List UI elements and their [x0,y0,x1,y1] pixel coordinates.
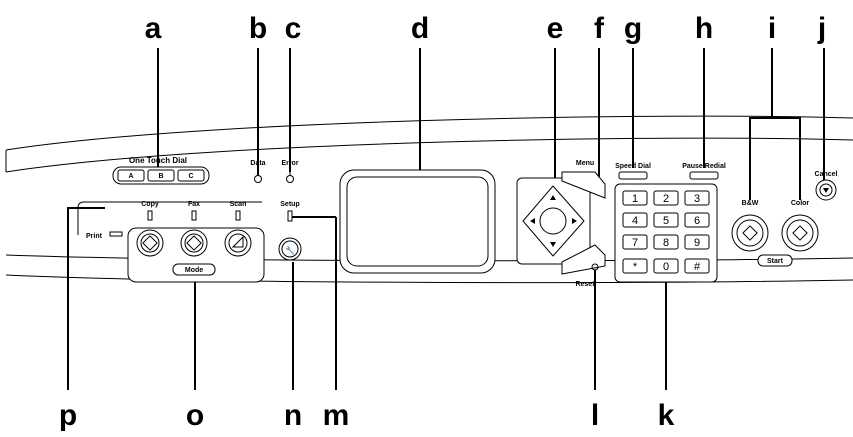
error-label: Error [281,160,298,167]
left-arrow-icon[interactable] [530,218,535,224]
callout-b: b [249,12,267,45]
callout-e: e [547,12,564,45]
key-5[interactable]: 5 [653,212,679,228]
speed-dial-button[interactable] [618,171,648,180]
callout-f: f [594,12,605,45]
key-3-label: 3 [694,193,700,205]
fax-mode-button[interactable] [180,229,208,257]
callout-k: k [658,399,675,432]
key-star[interactable]: * [622,258,648,274]
mode-label: Mode [185,267,203,274]
mode-section: Copy Fax Scan Print Mode [77,201,265,283]
key-8-label: 8 [663,237,669,249]
callout-o: o [186,399,204,432]
dial-b-label: B [158,173,163,180]
print-label: Print [86,233,103,240]
start-diamond-icon [742,225,758,241]
key-6[interactable]: 6 [684,212,710,228]
fax-label: Fax [188,201,200,208]
data-light [254,175,262,183]
key-hash-label: # [694,261,701,273]
leader-lines [67,48,825,390]
key-2[interactable]: 2 [653,190,679,206]
numeric-keypad: 1 2 3 4 5 6 7 8 [614,183,718,283]
key-9[interactable]: 9 [684,234,710,250]
start-label: Start [767,258,784,265]
callout-p: p [59,399,77,432]
dial-c-label: C [188,173,193,180]
key-1-label: 1 [632,193,638,205]
pause-redial-button[interactable] [689,171,719,180]
bw-label: B&W [742,200,759,207]
ok-button[interactable] [539,207,567,235]
lcd-display [339,169,496,274]
color-label: Color [791,200,810,207]
cancel-label: Cancel [815,171,838,178]
stop-icon [823,188,829,193]
key-4-label: 4 [632,215,638,227]
wrench-icon: 🔧 [285,245,295,255]
key-9-label: 9 [694,237,700,249]
key-4[interactable]: 4 [622,212,648,228]
scan-light [235,210,241,221]
callout-n: n [284,399,302,432]
dial-c-button[interactable]: C [177,169,205,182]
one-touch-dial-label: One Touch Dial [129,156,187,165]
error-light [286,175,294,183]
menu-label: Menu [576,160,594,167]
callout-c: c [285,12,302,45]
scan-label: Scan [230,201,247,208]
setup-button[interactable]: 🔧 [278,237,302,261]
cancel-button[interactable] [815,179,837,201]
color-start-button[interactable] [781,214,819,252]
reset-button[interactable] [561,244,606,275]
scan-mode-button[interactable] [224,229,252,257]
start-diamond-icon [792,225,808,241]
callout-d: d [411,12,429,45]
right-arrow-icon[interactable] [572,218,577,224]
setup-label: Setup [280,201,299,208]
callout-a: a [145,12,162,45]
callout-i: i [768,12,776,45]
menu-button[interactable] [561,171,606,199]
key-8[interactable]: 8 [653,234,679,250]
callout-g: g [624,12,642,45]
reset-icon [591,263,599,271]
key-2-label: 2 [663,193,669,205]
key-0-label: 0 [663,261,669,273]
key-5-label: 5 [663,215,669,227]
key-7-label: 7 [632,237,638,249]
callout-j: j [817,12,826,45]
key-1[interactable]: 1 [622,190,648,206]
fax-light [191,210,197,221]
key-hash[interactable]: # [684,258,710,274]
copy-mode-button[interactable] [136,229,164,257]
down-arrow-icon[interactable] [550,242,556,247]
print-light [109,231,123,237]
data-label: Data [250,160,265,167]
pause-redial-label: Pause/Redial [682,163,726,170]
key-7[interactable]: 7 [622,234,648,250]
callout-h: h [695,12,713,45]
copy-label: Copy [141,201,159,208]
up-arrow-icon[interactable] [550,195,556,200]
reset-label: Reset [575,281,595,288]
callout-m: m [323,399,350,432]
dial-a-label: A [128,173,133,180]
key-star-label: * [633,261,638,273]
start-group: B&W Color Start [731,200,819,267]
bw-start-button[interactable] [731,214,769,252]
key-3[interactable]: 3 [684,190,710,206]
one-touch-dial-group: One Touch Dial A B C [112,156,210,185]
navigation-pad [516,177,591,265]
dial-b-button[interactable]: B [147,169,175,182]
setup-light [287,210,293,222]
key-6-label: 6 [694,215,700,227]
dial-a-button[interactable]: A [117,169,145,182]
key-0[interactable]: 0 [653,258,679,274]
copy-light [147,210,153,221]
callout-l: l [591,399,599,432]
speed-dial-label: Speed Dial [615,163,651,170]
